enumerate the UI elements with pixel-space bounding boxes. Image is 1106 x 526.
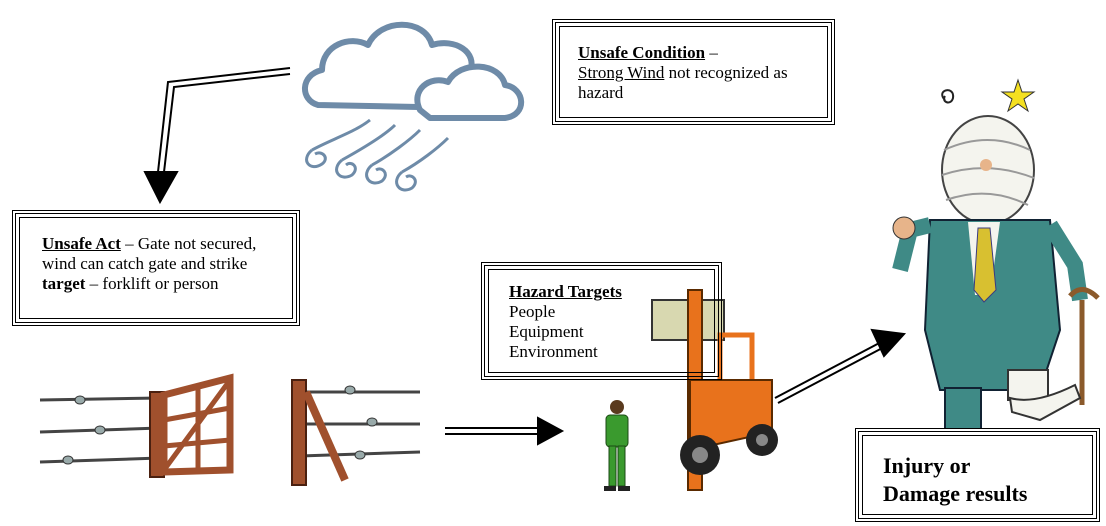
- unsafe-condition-heading: Unsafe Condition: [578, 43, 706, 62]
- box-inner-border: [19, 217, 293, 319]
- open-gate-icon: [39, 373, 421, 486]
- forklift-icon: [651, 289, 778, 491]
- arrow-cloud-to-act: [143, 67, 291, 205]
- hazard-targets-box: Hazard Targets People Equipment Environm…: [481, 262, 722, 380]
- unsafe-act-box: Unsafe Act – Gate not secured, wind can …: [12, 210, 300, 326]
- strong-wind-label: Strong Wind: [578, 63, 665, 82]
- unsafe-condition-rest: not recognized as hazard: [578, 63, 788, 102]
- hazard-target-people: People: [509, 302, 556, 321]
- injured-man-icon: [892, 78, 1100, 491]
- hazard-targets-text: Hazard Targets People Equipment Environm…: [509, 282, 709, 362]
- hazard-target-environment: Environment: [509, 342, 598, 361]
- unsafe-act-heading: Unsafe Act: [42, 234, 121, 253]
- injury-result-box: Injury or Damage results: [855, 428, 1100, 522]
- unsafe-act-target: target: [42, 274, 86, 293]
- unsafe-condition-text: Unsafe Condition – Strong Wind not recog…: [578, 43, 818, 103]
- unsafe-act-text-1: – Gate not secured, wind can catch gate …: [42, 234, 257, 273]
- unsafe-act-text-2: – forklift or person: [85, 274, 219, 293]
- box-inner-border: [488, 269, 715, 373]
- hazard-targets-heading: Hazard Targets: [509, 282, 622, 301]
- wind-gust-icon: [305, 118, 450, 192]
- arrow-targets-to-injury: [774, 328, 907, 404]
- storm-cloud-icon: [302, 21, 525, 121]
- unsafe-condition-dash: –: [705, 43, 718, 62]
- box-inner-border: [862, 435, 1093, 515]
- hazard-target-equipment: Equipment: [509, 322, 584, 341]
- unsafe-act-text: Unsafe Act – Gate not secured, wind can …: [42, 234, 276, 294]
- unsafe-condition-box: Unsafe Condition – Strong Wind not recog…: [552, 19, 835, 125]
- injury-line: Injury or: [883, 453, 971, 478]
- arrow-gate-to-targets: [445, 416, 565, 446]
- box-inner-border: [559, 26, 828, 118]
- worker-person-icon: [604, 400, 630, 491]
- damage-results-line: Damage results: [883, 481, 1028, 506]
- injury-result-text: Injury or Damage results: [883, 452, 1027, 508]
